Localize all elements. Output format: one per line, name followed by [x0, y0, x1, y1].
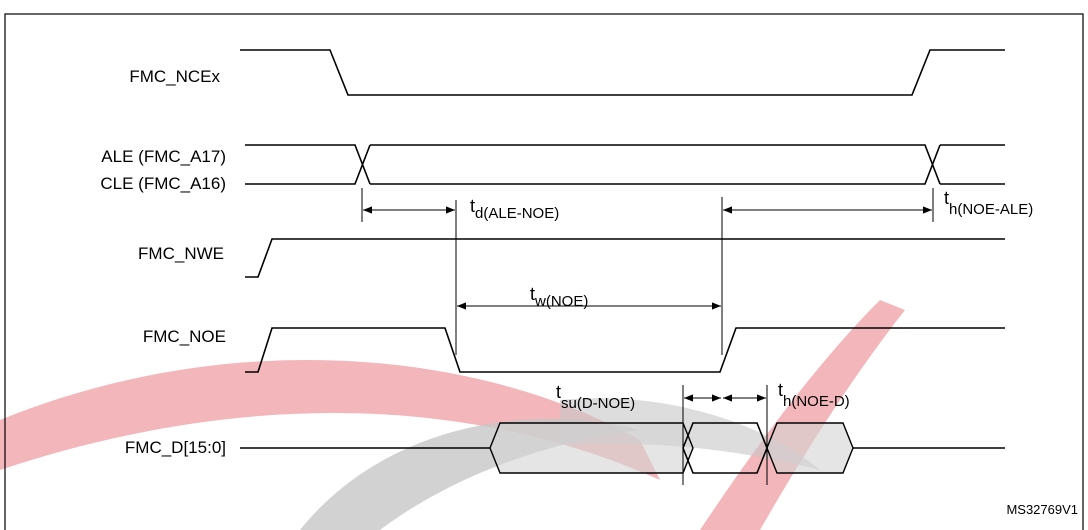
- watermark-grey-swoosh-2: [560, 398, 820, 470]
- data-valid-window: [489, 422, 694, 474]
- data-hold-window: [766, 422, 854, 474]
- label-nwe: FMC_NWE: [138, 244, 224, 263]
- label-noe: FMC_NOE: [143, 327, 226, 346]
- label-data: FMC_D[15:0]: [125, 438, 226, 457]
- label-tw-noe: tw(NOE): [530, 284, 588, 310]
- label-th-noe-ale: th(NOE-ALE): [944, 188, 1033, 218]
- label-ale: ALE (FMC_A17): [101, 147, 226, 166]
- watermark-red-swoosh: [0, 360, 660, 480]
- watermark: [0, 300, 905, 530]
- label-td-ale-noe: td(ALE-NOE): [470, 196, 559, 222]
- label-th-noe-d: th(NOE-D): [778, 380, 850, 410]
- figure-reference-code: MS32769V1: [1006, 502, 1078, 517]
- diagram-frame: [4, 13, 1084, 530]
- wave-data: [240, 422, 1005, 474]
- label-tsu-d-noe: tsu(D-NOE): [556, 382, 635, 412]
- wave-ale-top: [245, 144, 1005, 185]
- wave-noe: [245, 327, 1005, 373]
- wave-nce: [240, 49, 1005, 96]
- wave-nwe: [245, 238, 1005, 278]
- label-cle: CLE (FMC_A16): [100, 174, 226, 193]
- label-nce: FMC_NCEx: [129, 67, 220, 86]
- watermark-red-swoosh-right: [700, 300, 905, 530]
- wave-cle-bottom: [245, 144, 1005, 185]
